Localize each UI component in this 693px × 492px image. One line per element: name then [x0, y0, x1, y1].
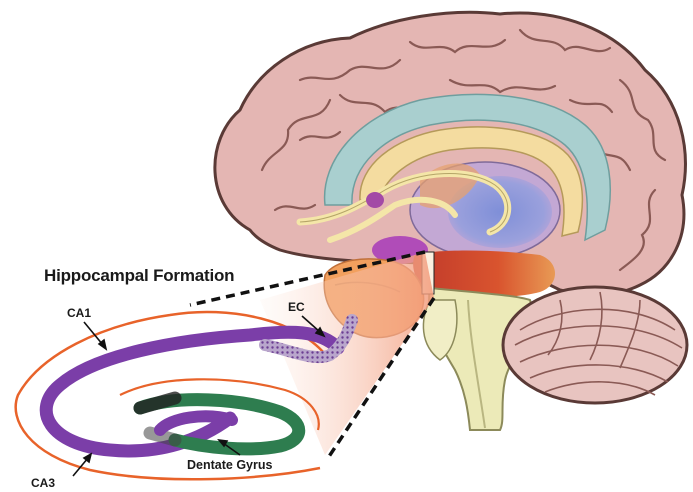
mammillary-body	[366, 192, 384, 208]
label-ca1: CA1	[67, 306, 91, 320]
label-ca3: CA3	[31, 476, 55, 490]
label-dentate-gyrus: Dentate Gyrus	[187, 458, 272, 472]
label-ec: EC	[288, 300, 305, 314]
diagram-title: Hippocampal Formation	[44, 266, 234, 286]
